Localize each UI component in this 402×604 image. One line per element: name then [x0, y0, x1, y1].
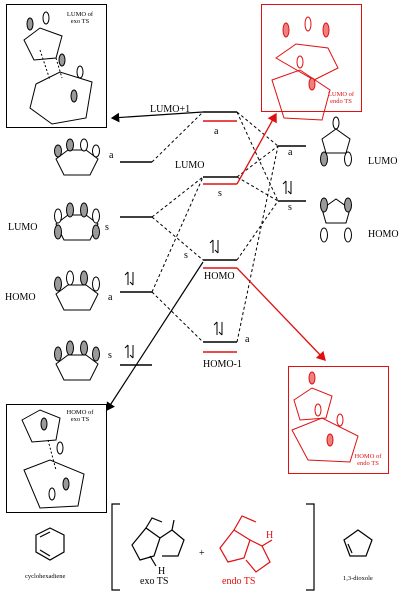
box-homo-endo: HOMO of endo TS: [288, 366, 389, 474]
bracket-right: [306, 503, 315, 591]
right-lumo-sym-label: a: [288, 147, 293, 158]
center-homo-label: HOMO: [204, 271, 235, 282]
box-lumo-endo: LUMO of endo TS: [261, 4, 362, 112]
plus-sign: +: [199, 548, 205, 559]
right-lumo-label: LUMO: [368, 156, 398, 167]
lumo-exo-sketch: [23, 11, 93, 125]
left-lumo-label: LUMO: [8, 222, 38, 233]
left-homo-label: HOMO: [5, 292, 36, 303]
left-lumo-sym-label: s: [105, 222, 109, 233]
electron-pairs: [124, 180, 292, 359]
dioxole-label: 1,3-dioxole: [343, 575, 373, 582]
homo-endo-sketch: [291, 371, 359, 463]
center-lumo-label: LUMO: [175, 160, 205, 171]
endo-ts-structure: [219, 515, 273, 573]
dioxole-structure: [343, 529, 373, 557]
center-lumo1-label: LUMO+1: [150, 104, 191, 115]
cyclohexadiene-structure: [35, 527, 65, 561]
exo-ts-structure: [131, 517, 185, 567]
arrow-to-homo-exo: [106, 261, 204, 412]
homo-exo-sketch: [21, 409, 85, 509]
box-lumo-exo: LUMO of exo TS: [6, 4, 107, 128]
center-homo1-label: HOMO-1: [203, 359, 242, 370]
left-bottom-sym-label: s: [108, 350, 112, 361]
center-homo1-sym-label: a: [245, 334, 250, 345]
center-lumo1-sym-label: a: [214, 126, 219, 137]
arrow-to-homo-endo: [236, 267, 326, 361]
box-homo-exo-caption: HOMO of exo TS: [66, 409, 94, 423]
right-homo-label: HOMO: [368, 229, 399, 240]
center-homo-sym-label: s: [184, 250, 188, 261]
bracket-left: [111, 503, 120, 591]
endo-ts-label: endo TS: [222, 576, 256, 587]
exo-h-label: H: [158, 566, 166, 577]
right-homo-sym-label: s: [288, 202, 292, 213]
correlation-lines: [151, 111, 279, 343]
box-homo-endo-caption: HOMO of endo TS: [354, 453, 382, 467]
dioxole-mo-drawings: [320, 116, 352, 243]
arrow-to-lumo-exo: [110, 111, 204, 123]
box-lumo-exo-caption: LUMO of exo TS: [66, 11, 94, 25]
arrow-to-lumo-endo: [236, 112, 277, 185]
left-a-top-label: a: [109, 150, 114, 161]
box-homo-exo: HOMO of exo TS: [6, 404, 107, 513]
left-homo-sym-label: a: [108, 292, 113, 303]
endo-h-label: H: [266, 530, 274, 541]
cyclohexadiene-label: cyclohexadiene: [25, 573, 66, 580]
center-lumo-sym-label: s: [218, 188, 222, 199]
lumo-endo-sketch: [271, 16, 339, 121]
exo-ts-label: exo TS: [140, 576, 169, 587]
hexadiene-mo-drawings: [54, 138, 100, 381]
box-lumo-endo-caption: LUMO of endo TS: [327, 91, 355, 105]
